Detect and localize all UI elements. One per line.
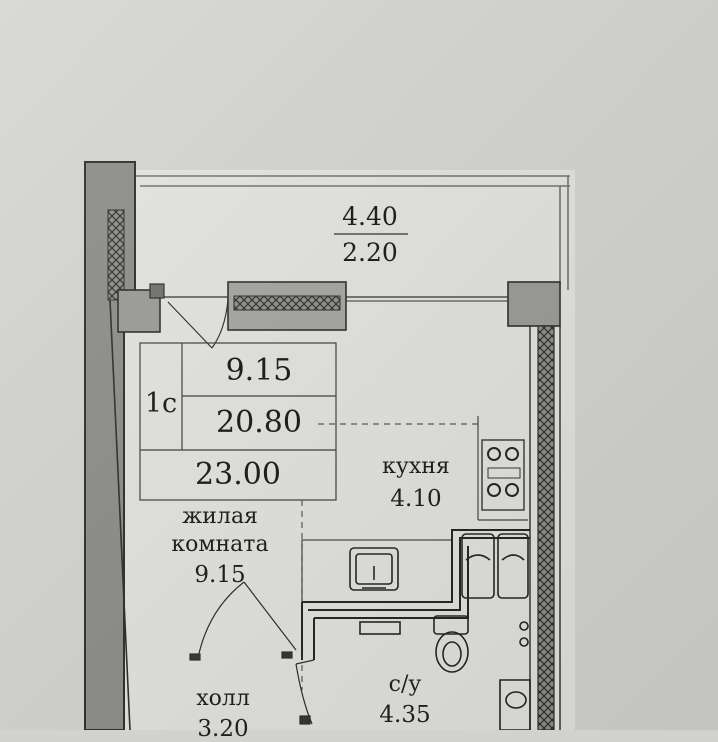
hall-name: холл xyxy=(196,686,250,711)
living-room-area: 9.15 xyxy=(194,562,246,588)
kitchen-name: кухня xyxy=(382,454,450,479)
total-area-value: 23.00 xyxy=(195,457,281,492)
balcony-area-total: 4.40 xyxy=(342,202,398,231)
living-room-name-2: комната xyxy=(171,532,269,557)
bathroom-area: 4.35 xyxy=(379,702,431,728)
room-code: 1с xyxy=(144,388,178,419)
kitchen-area: 4.10 xyxy=(390,486,442,512)
living-room-name-1: жилая xyxy=(182,504,258,529)
bathroom-name: с/у xyxy=(388,672,422,697)
living-area-value: 9.15 xyxy=(225,353,293,388)
main-area-value: 20.80 xyxy=(216,405,302,440)
balcony-area-reduced: 2.20 xyxy=(342,238,398,267)
